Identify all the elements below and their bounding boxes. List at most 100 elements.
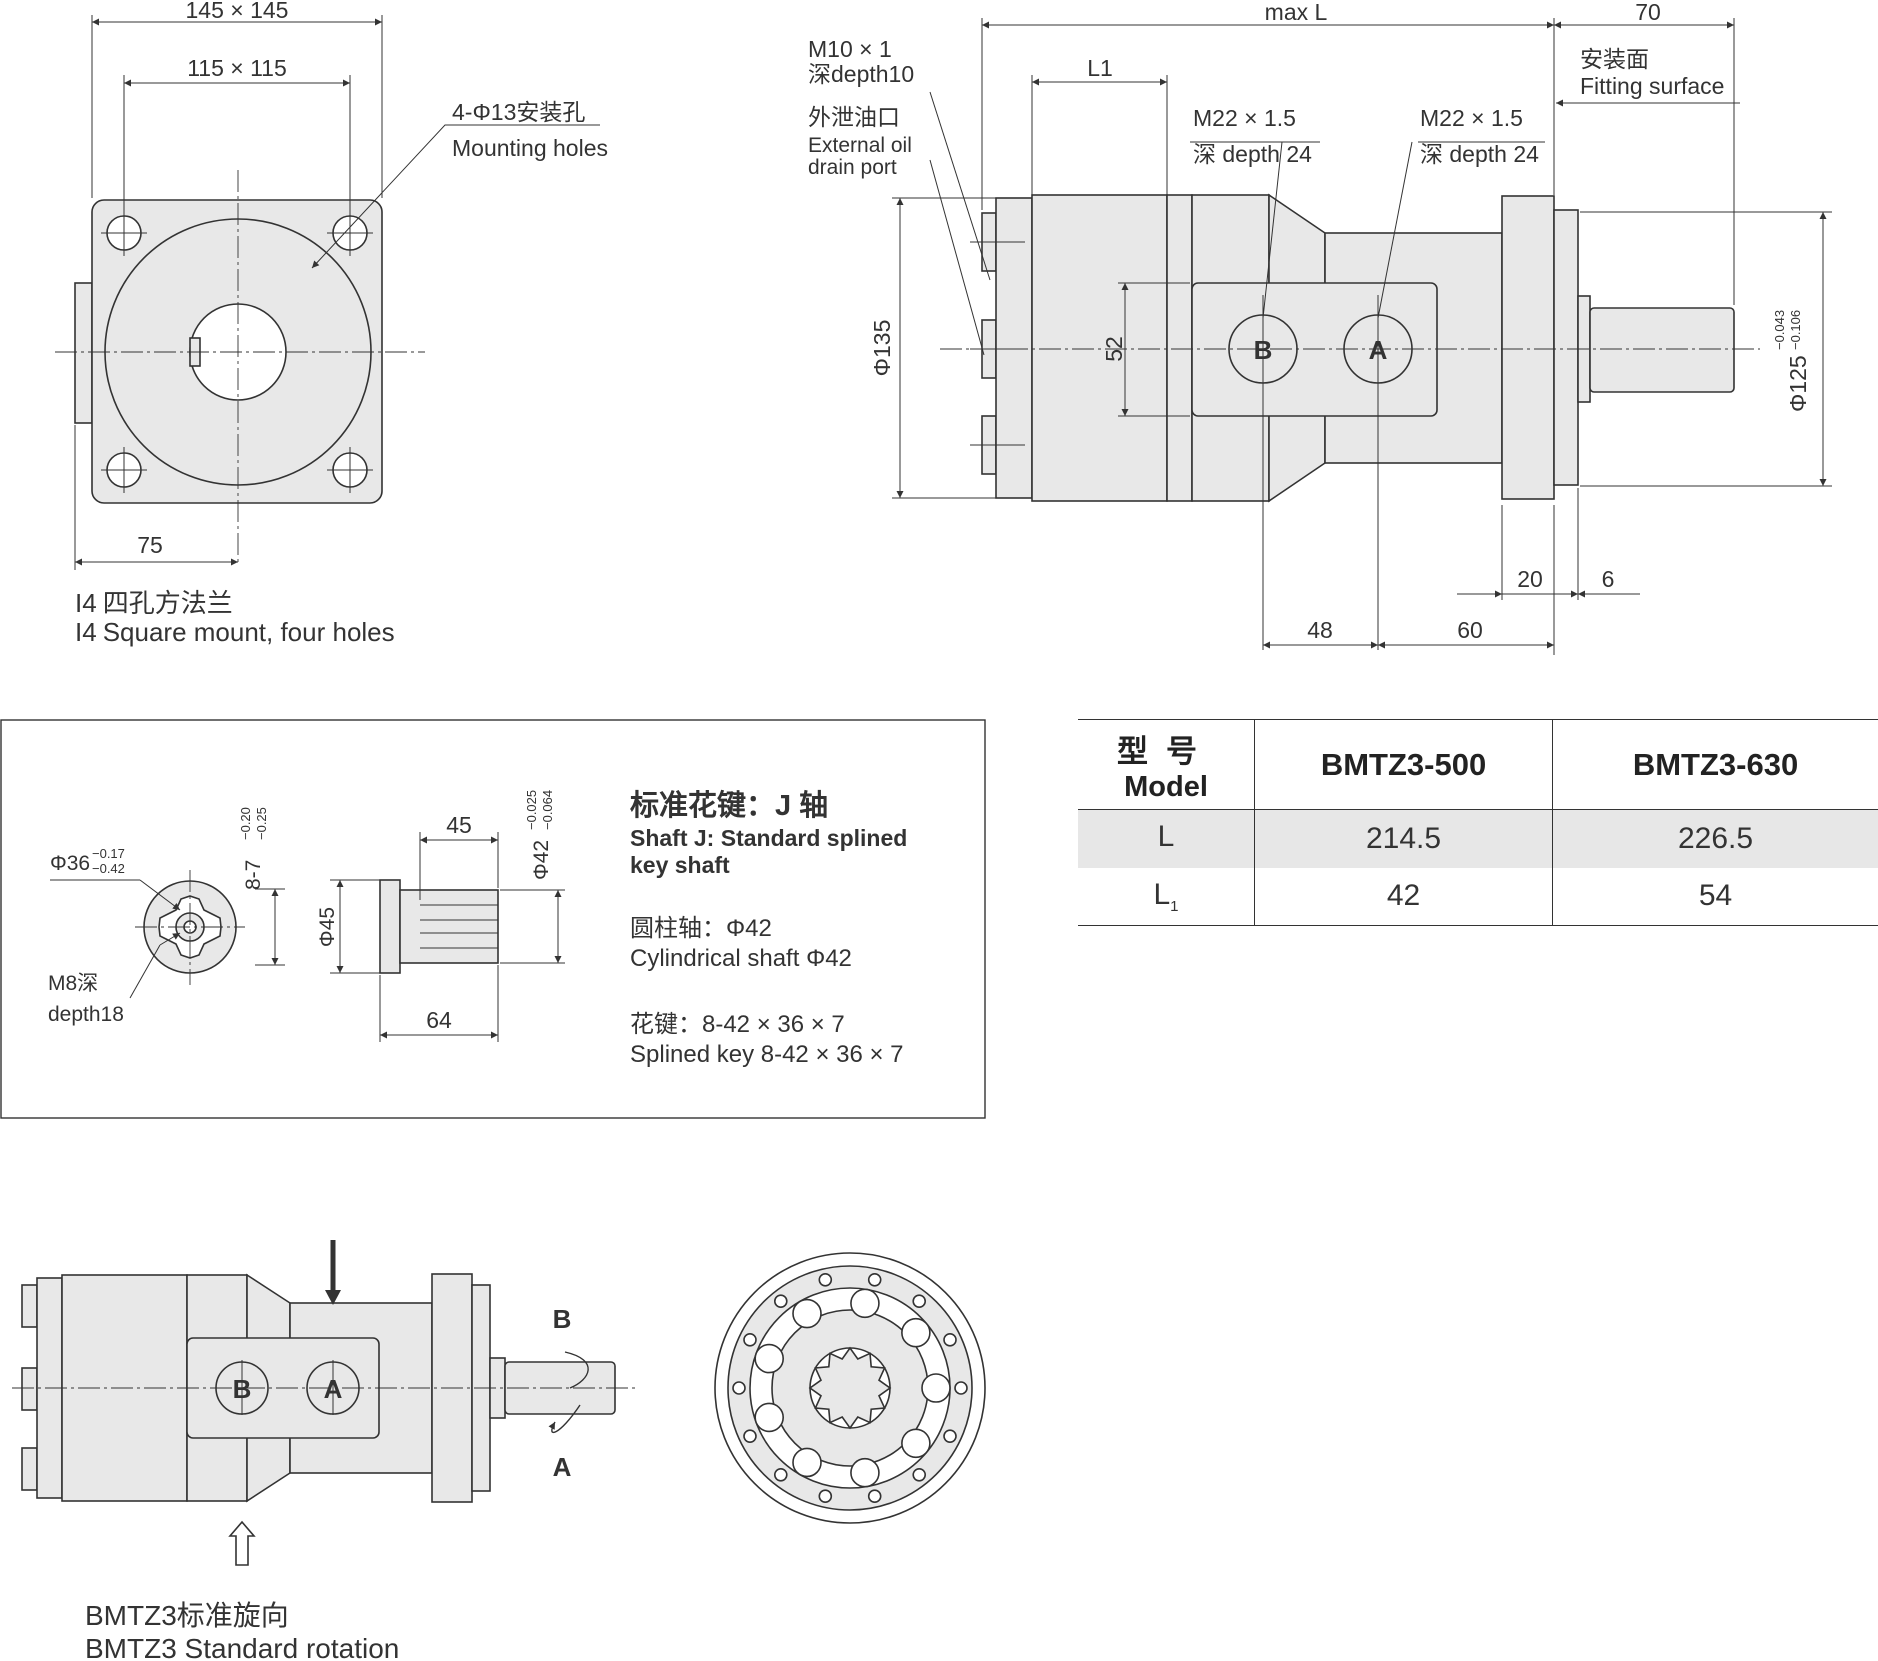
cylindrical-zh: 圆柱轴：Φ42	[630, 915, 772, 942]
m8-zh: M8深	[48, 972, 98, 995]
port-a-depth: 深 depth 24	[1420, 141, 1539, 167]
drain-port-zh: 外泄油口	[808, 104, 900, 130]
m10-depth: 深depth10	[808, 61, 914, 87]
dim-max-l: max L	[1265, 0, 1328, 25]
port-b-label: B	[1254, 335, 1273, 365]
model-name: BMTZ3-630	[1552, 719, 1878, 810]
dim-6: 6	[1602, 566, 1615, 592]
model-header: 型号 Model	[1078, 720, 1255, 810]
dim-48: 48	[1307, 617, 1333, 643]
dim-dia-125: Φ125	[1785, 355, 1811, 412]
dim-dia-135: Φ135	[869, 320, 895, 377]
outer-bolt-hole	[867, 1489, 882, 1504]
dim-outer-square: 145 × 145	[186, 0, 289, 23]
param-label: L1	[1153, 877, 1179, 915]
rotation-port-a: A	[324, 1374, 343, 1404]
mounting-holes-en: Mounting holes	[452, 135, 608, 161]
table-cell: 226.5	[1552, 809, 1878, 868]
mounting-holes-zh: 4-Φ13安装孔	[452, 99, 585, 125]
roller	[901, 1317, 931, 1348]
dim-45: 45	[446, 812, 472, 838]
param-label: L	[1157, 820, 1175, 854]
tol-42-up: −0.025	[524, 790, 539, 830]
dim-dia-45: Φ45	[316, 907, 339, 947]
rotation-label-a: A	[553, 1452, 572, 1482]
m8-en: depth18	[48, 1003, 124, 1026]
dim-20: 20	[1517, 566, 1543, 592]
dim-dia-42: Φ42	[530, 840, 553, 880]
spline-gear	[808, 1346, 892, 1430]
tol-36-up: −0.17	[92, 846, 125, 861]
drain-port-en-2: drain port	[808, 156, 897, 179]
outer-bolt-hole	[954, 1381, 968, 1395]
model-name: BMTZ3-500	[1254, 719, 1553, 810]
dim-l1: L1	[1087, 55, 1113, 81]
table-cell: 214.5	[1254, 809, 1553, 868]
spline-en: Splined key 8-42 × 36 × 7	[630, 1041, 904, 1068]
roller	[754, 1402, 784, 1433]
port-b-thread: M22 × 1.5	[1193, 105, 1296, 131]
model-table: 型号 Model BMTZ3-500 BMTZ3-630 L 214.5 226…	[1078, 719, 1878, 926]
model-header-en: Model	[1124, 770, 1208, 803]
outer-bolt-hole	[943, 1333, 957, 1347]
tol-42-low: −0.064	[540, 790, 555, 830]
port-a-thread: M22 × 1.5	[1420, 105, 1523, 131]
dim-75: 75	[137, 532, 163, 558]
roller	[792, 1447, 822, 1478]
model-header-zh: 型号	[1117, 733, 1215, 769]
outer-bolt-hole	[943, 1429, 957, 1443]
tol-125-up: −0.043	[1772, 310, 1787, 350]
outer-bolt-hole	[818, 1272, 833, 1287]
table-cell: 54	[1552, 867, 1878, 926]
outer-bolt-hole	[818, 1489, 833, 1504]
shaft-detail-box	[0, 719, 986, 1119]
spline-zh: 花键：8-42 × 36 × 7	[630, 1011, 845, 1038]
dim-60: 60	[1457, 617, 1483, 643]
shaft-title-en-1: Shaft J: Standard splined	[630, 825, 907, 851]
fitting-surface-zh: 安装面	[1580, 46, 1649, 72]
outer-bolt-hole	[743, 1333, 757, 1347]
port-a-label: A	[1369, 335, 1388, 365]
roller	[792, 1298, 822, 1329]
roller	[850, 1457, 880, 1488]
shaft-title-en-2: key shaft	[630, 852, 730, 878]
dim-key-8-7: 8-7	[242, 860, 265, 890]
fitting-surface-en: Fitting surface	[1580, 73, 1724, 99]
rotation-port-b: B	[233, 1374, 252, 1404]
table-row: L 214.5 226.5	[1078, 809, 1878, 868]
roller	[901, 1428, 931, 1459]
dim-52: 52	[1101, 336, 1127, 362]
cylindrical-en: Cylindrical shaft Φ42	[630, 945, 852, 972]
outer-bolt-hole	[912, 1467, 927, 1482]
outer-bolt-hole	[912, 1294, 927, 1309]
rotation-label-b: B	[553, 1304, 572, 1334]
shaft-title-zh: 标准花键：J 轴	[630, 789, 828, 822]
drain-port-en-1: External oil	[808, 134, 912, 157]
port-b-depth: 深 depth 24	[1193, 141, 1312, 167]
roller	[921, 1373, 951, 1403]
tol-87-up: −0.20	[238, 807, 253, 840]
tol-87-low: −0.25	[254, 807, 269, 840]
flange-front-view	[55, 15, 600, 570]
outer-bolt-hole	[732, 1381, 746, 1395]
outer-bolt-hole	[867, 1272, 882, 1287]
outer-bolt-hole	[743, 1429, 757, 1443]
roller	[754, 1343, 784, 1374]
table-row: L1 42 54	[1078, 867, 1878, 926]
dim-64: 64	[426, 1007, 452, 1033]
outer-bolt-hole	[773, 1467, 788, 1482]
rotation-caption-en: BMTZ3 Standard rotation	[85, 1633, 399, 1661]
table-header-row: 型号 Model BMTZ3-500 BMTZ3-630	[1078, 719, 1878, 810]
roller	[850, 1288, 880, 1319]
dim-dia-36: Φ36	[50, 852, 90, 875]
dim-70: 70	[1635, 0, 1661, 25]
outer-bolt-hole	[773, 1294, 788, 1309]
motor-side-view	[892, 18, 1832, 655]
tol-36-low: −0.42	[92, 861, 125, 876]
dim-bolt-square: 115 × 115	[187, 55, 287, 81]
rotation-caption-zh: BMTZ3标准旋向	[85, 1600, 289, 1631]
table-cell: 42	[1254, 867, 1553, 926]
